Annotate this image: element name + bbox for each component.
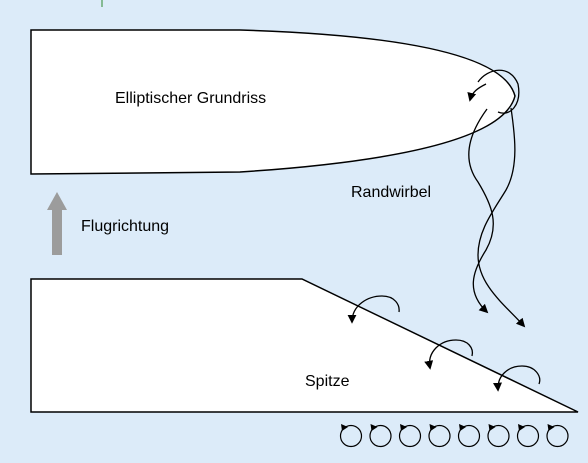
leading-edge-vortices [347, 295, 541, 392]
circular-arrow-icon [546, 424, 569, 448]
circular-arrow-icon [428, 424, 451, 448]
trailing-vortex-row [339, 424, 569, 448]
tip-vortex-path-a [468, 108, 494, 314]
swept-wing-label: Spitze [305, 373, 350, 390]
leading-edge-vortex-1 [347, 295, 400, 324]
circular-arrow-icon [516, 424, 540, 448]
elliptic-wing-label: Elliptischer Grundriss [115, 90, 266, 107]
circular-arrow-icon [398, 424, 422, 448]
tip-swirl-arrow [477, 69, 520, 114]
tip-vortex-label: Randwirbel [351, 184, 431, 201]
circular-arrow-icon [339, 424, 363, 448]
circular-arrow-icon [487, 424, 510, 448]
circular-arrow-icon [457, 424, 481, 448]
swept-wing: Spitze [30, 278, 579, 413]
elliptic-wing: Elliptischer Grundriss [30, 29, 516, 175]
leading-edge-vortex-2 [424, 339, 474, 370]
tip-vortex-path-b [477, 107, 526, 328]
swept-wing-outline [30, 278, 579, 413]
circular-arrow-icon [369, 424, 392, 448]
flight-direction-label: Flugrichtung [81, 218, 169, 235]
up-arrow-icon [47, 192, 67, 255]
tip-vortices [468, 107, 526, 328]
leading-edge-vortex-3 [493, 365, 541, 392]
tip-swirl-arrow-inner [467, 83, 487, 102]
elliptic-wing-outline [30, 29, 516, 175]
